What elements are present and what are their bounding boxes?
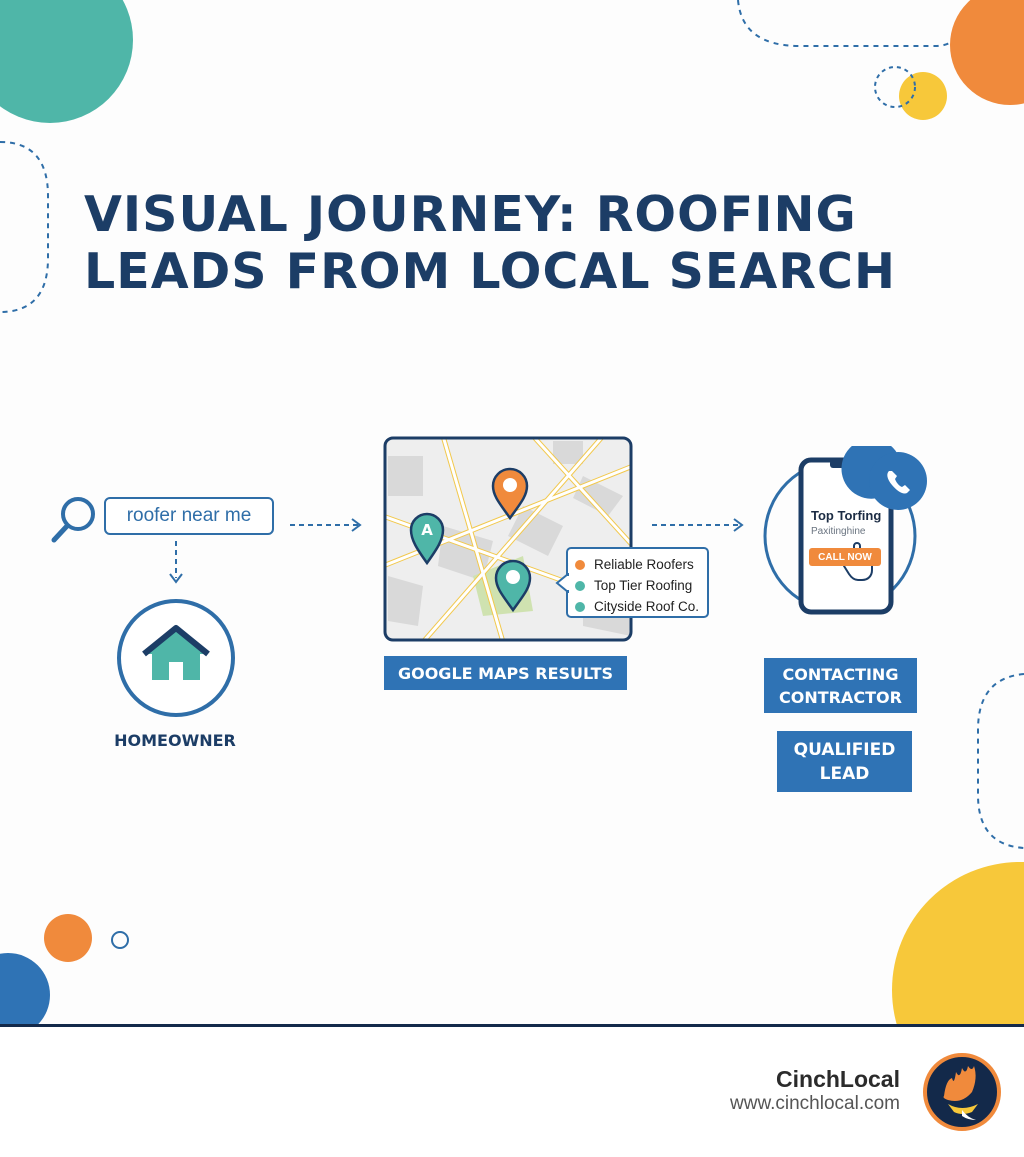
result-dot [575, 601, 585, 612]
lead-line-2: LEAD [819, 763, 870, 784]
yellow-dot-top-right [899, 72, 947, 120]
brand-block: CinchLocal www.cinchlocal.com [730, 1066, 900, 1116]
result-name: Cityside Roof Co. [594, 599, 700, 614]
dashed-arc-right [977, 673, 1024, 849]
result-dot [575, 580, 585, 591]
orange-dot-bottom-left [44, 914, 92, 962]
contacting-line-1: CONTACTING [782, 664, 899, 684]
map-pin-letter: A [421, 521, 433, 539]
dashed-arc-left [0, 141, 49, 313]
list-item[interactable]: Top Tier Roofing [575, 575, 707, 596]
list-item[interactable]: Reliable Roofers [575, 554, 707, 575]
lead-line-1: QUALIFIED [793, 739, 896, 760]
search-query-box[interactable]: roofer near me [104, 497, 274, 535]
homeowner-label: HOMEOWNER [114, 731, 236, 750]
map-pin-orange-icon [491, 467, 529, 521]
contacting-line-2: CONTRACTOR [779, 687, 902, 707]
search-query-text: roofer near me [126, 505, 252, 526]
blue-blob-bottom-left [0, 953, 50, 1037]
list-item[interactable]: Cityside Roof Co. [575, 596, 707, 617]
maps-results-label: GOOGLE MAPS RESULTS [384, 656, 627, 690]
result-dot [575, 559, 585, 570]
homeowner-circle [117, 599, 235, 717]
title-line-2: LEADS FROM LOCAL SEARCH [84, 243, 897, 300]
house-icon [142, 625, 210, 680]
magnifier-icon [51, 497, 95, 543]
dashed-ring-top-right [874, 66, 916, 108]
phone-icon [841, 446, 927, 510]
map-results-list: Reliable Roofers Top Tier Roofing Citysi… [566, 547, 709, 618]
arrow-map-to-phone [652, 518, 744, 532]
result-name: Reliable Roofers [594, 557, 694, 572]
phone-business-name: Top Torfing [811, 508, 882, 523]
ring-dot-bottom-left [111, 931, 129, 949]
brand-name: CinchLocal [776, 1066, 900, 1092]
brand-logo [923, 1053, 1001, 1131]
map-pin-a-icon: A [409, 512, 445, 566]
footer [0, 1024, 1024, 1157]
arrow-search-to-map [290, 518, 362, 532]
phone-graphic [763, 446, 927, 615]
brand-url[interactable]: www.cinchlocal.com [730, 1093, 900, 1114]
result-name: Top Tier Roofing [594, 578, 693, 593]
map-pin-teal-icon [494, 559, 532, 613]
arrow-search-to-homeowner [169, 541, 183, 584]
qualified-lead-label: QUALIFIED LEAD [777, 731, 912, 792]
call-now-button[interactable]: CALL NOW [809, 548, 881, 566]
teal-blob-top-left [0, 0, 133, 123]
page-title: VISUAL JOURNEY: ROOFING LEADS FROM LOCAL… [84, 186, 896, 300]
orange-blob-top-right [950, 0, 1024, 105]
phone-business-subtitle: Paxitinghine [811, 526, 866, 537]
results-pointer [555, 573, 569, 593]
title-line-1: VISUAL JOURNEY: ROOFING [84, 186, 857, 243]
contacting-contractor-label: CONTACTING CONTRACTOR [764, 658, 917, 713]
